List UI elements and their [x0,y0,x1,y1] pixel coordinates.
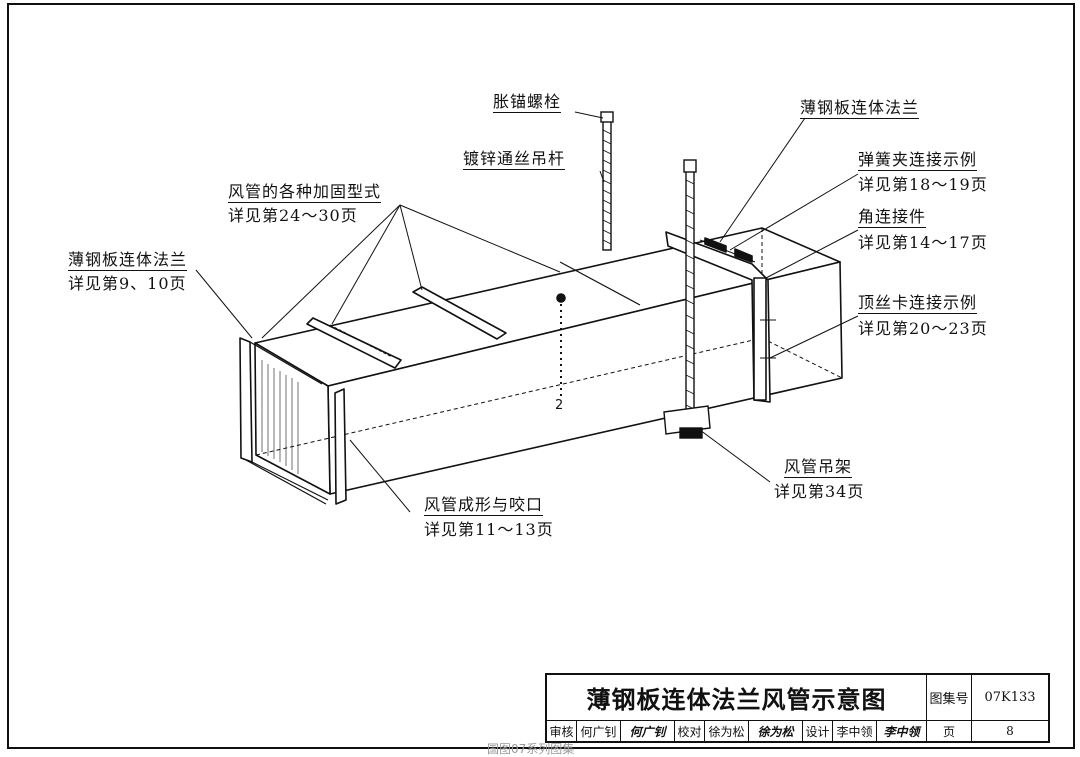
title-block: 薄钢板连体法兰风管示意图 图集号 07K133 审核 何广钊 何广钊 校对 徐为… [545,673,1050,743]
page-number: 8 [1006,724,1014,738]
designer-signature: 李中领 [877,721,927,741]
reinforcement-ref: 详见第24～30页 [228,206,358,225]
review-label: 审核 [547,721,577,741]
checker-name: 徐为松 [705,721,749,741]
forming-label: 风管成形与咬口 [424,495,544,516]
hanger-ref: 详见第34页 [774,482,865,501]
drawing-title: 薄钢板连体法兰风管示意图 [547,675,927,721]
hanger-label: 风管吊架 [784,457,853,478]
svg-text:2: 2 [555,398,563,413]
spring-clip-label: 弹簧夹连接示例 [858,150,978,171]
reviewer-name: 何广钊 [577,721,621,741]
reviewer-signature: 何广钊 [621,721,675,741]
flange-left-ref: 详见第9、10页 [68,274,187,293]
atlas-number: 07K133 [972,675,1048,721]
checker-signature: 徐为松 [749,721,803,741]
galvanized-rod-label: 镀锌通丝吊杆 [463,149,566,170]
forming-ref: 详见第11～13页 [424,520,554,539]
flange-top-label: 薄钢板连体法兰 [800,98,920,119]
reinforcement-label: 风管的各种加固型式 [228,182,382,203]
footer-watermark: 国图07系列图集 [487,742,575,756]
atlas-label: 图集号 [927,675,972,721]
corner-piece-ref: 详见第14～17页 [858,233,988,252]
flange-left-label: 薄钢板连体法兰 [68,250,188,271]
top-clamp-label: 顶丝卡连接示例 [858,293,978,314]
page-label: 页 [927,721,972,741]
design-label: 设计 [803,721,833,741]
duct-body: 2 [239,227,843,505]
designer-name: 李中领 [833,721,877,741]
threaded-rods [600,111,711,439]
spring-clip-ref: 详见第18～19页 [858,175,988,194]
expansion-bolt-label: 胀锚螺栓 [493,92,562,113]
check-label: 校对 [675,721,705,741]
corner-piece-label: 角连接件 [858,207,927,228]
top-clamp-ref: 详见第20～23页 [858,319,988,338]
leader-lines [195,111,859,513]
drawing-border [7,3,1075,749]
